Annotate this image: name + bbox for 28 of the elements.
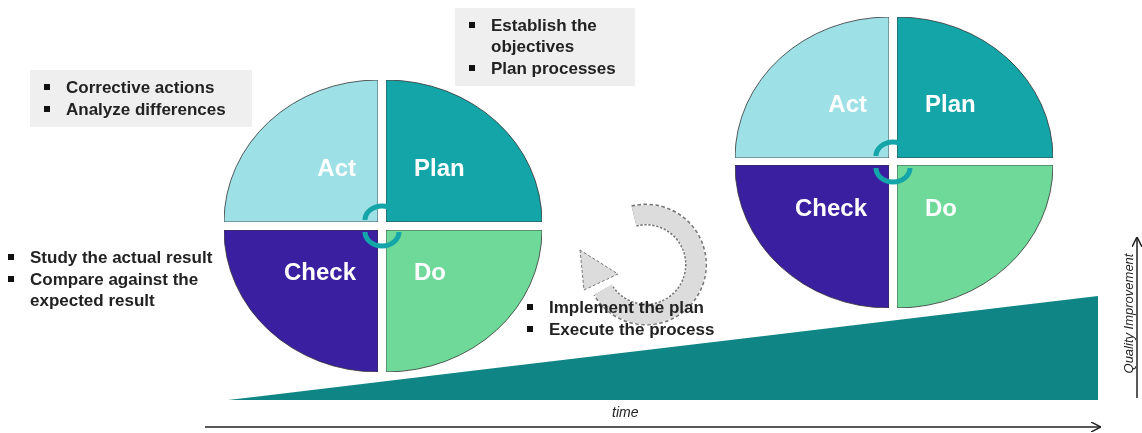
phase-label: Plan (925, 90, 976, 119)
quadrant-segment (224, 80, 378, 222)
axis-title: Quality Improvement (1120, 252, 1136, 376)
quadrant-segment (224, 230, 378, 372)
quadrant-segment (735, 165, 889, 308)
bullet-text: Compare against the expected result (30, 269, 200, 311)
quadrant-segment (735, 17, 889, 158)
quadrant-segment (897, 17, 1053, 158)
bullet-text: Execute the process (549, 319, 715, 340)
phase-label: Do (925, 193, 957, 222)
bullet-text: Study the actual result (30, 247, 213, 268)
phase-label: Plan (414, 153, 465, 182)
bullet-text: Corrective actions (66, 77, 215, 98)
phase-label: Check (283, 258, 356, 287)
axis-title: time (612, 404, 639, 420)
note-box (455, 8, 635, 86)
quadrant-segment (386, 230, 542, 372)
bullet-text: Implement the plan (549, 297, 704, 318)
phase-label: Act (317, 153, 356, 182)
phase-label: Check (794, 193, 867, 222)
bullet-text: Plan processes (491, 58, 616, 79)
quadrant-segment (386, 80, 542, 222)
bullet-text: Establish the objectives (491, 15, 598, 57)
phase-label: Do (414, 258, 446, 287)
bullet-text: Analyze differences (66, 99, 226, 120)
quadrant-segment (897, 165, 1053, 308)
note-box (30, 70, 252, 127)
phase-label: Act (828, 90, 867, 119)
